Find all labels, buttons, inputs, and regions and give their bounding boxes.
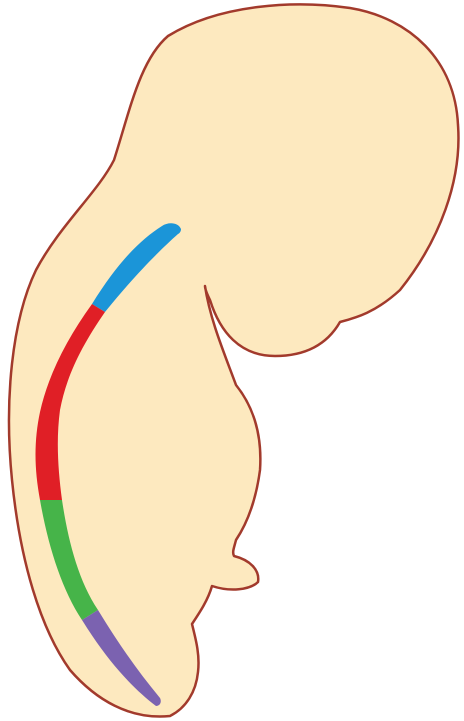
embryo-illustration — [0, 0, 464, 721]
embryo-diagram — [0, 0, 464, 721]
